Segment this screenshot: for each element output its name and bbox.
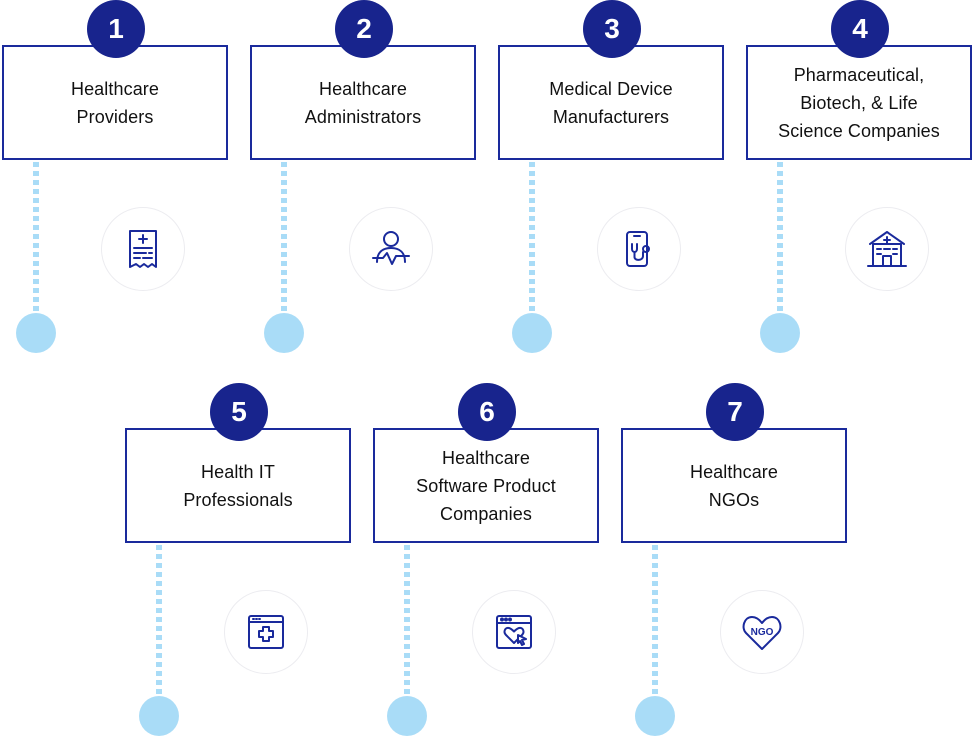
- connector-end-dot: [760, 313, 800, 353]
- icon-circle: [101, 207, 185, 291]
- number-badge: 1: [87, 0, 145, 58]
- dotted-connector: [777, 162, 783, 327]
- dotted-connector: [33, 162, 39, 327]
- dotted-connector: [529, 162, 535, 327]
- phone-stethoscope-icon: [626, 231, 650, 267]
- connector-end-dot: [635, 696, 675, 736]
- browser-heart-cursor-icon: [496, 615, 532, 649]
- medical-report-icon: [129, 230, 157, 268]
- icon-circle: [224, 590, 308, 674]
- connector-end-dot: [387, 696, 427, 736]
- connector-end-dot: [264, 313, 304, 353]
- browser-medical-cross-icon: [248, 615, 284, 649]
- number-badge: 6: [458, 383, 516, 441]
- icon-circle: [597, 207, 681, 291]
- number-badge: 3: [583, 0, 641, 58]
- icon-circle: [845, 207, 929, 291]
- connector-end-dot: [139, 696, 179, 736]
- dotted-connector: [404, 545, 410, 710]
- heart-ngo-icon: NGO: [742, 616, 782, 650]
- number-badge: 2: [335, 0, 393, 58]
- hospital-building-icon: [867, 231, 907, 267]
- admin-person-heartbeat-icon: [372, 231, 410, 265]
- ngo-icon-text: NGO: [751, 627, 774, 638]
- dotted-connector: [652, 545, 658, 710]
- connector-end-dot: [16, 313, 56, 353]
- number-badge: 7: [706, 383, 764, 441]
- dotted-connector: [281, 162, 287, 327]
- number-badge: 4: [831, 0, 889, 58]
- number-badge: 5: [210, 383, 268, 441]
- dotted-connector: [156, 545, 162, 710]
- icon-circle: [472, 590, 556, 674]
- icon-circle: [349, 207, 433, 291]
- icon-circle: NGO: [720, 590, 804, 674]
- connector-end-dot: [512, 313, 552, 353]
